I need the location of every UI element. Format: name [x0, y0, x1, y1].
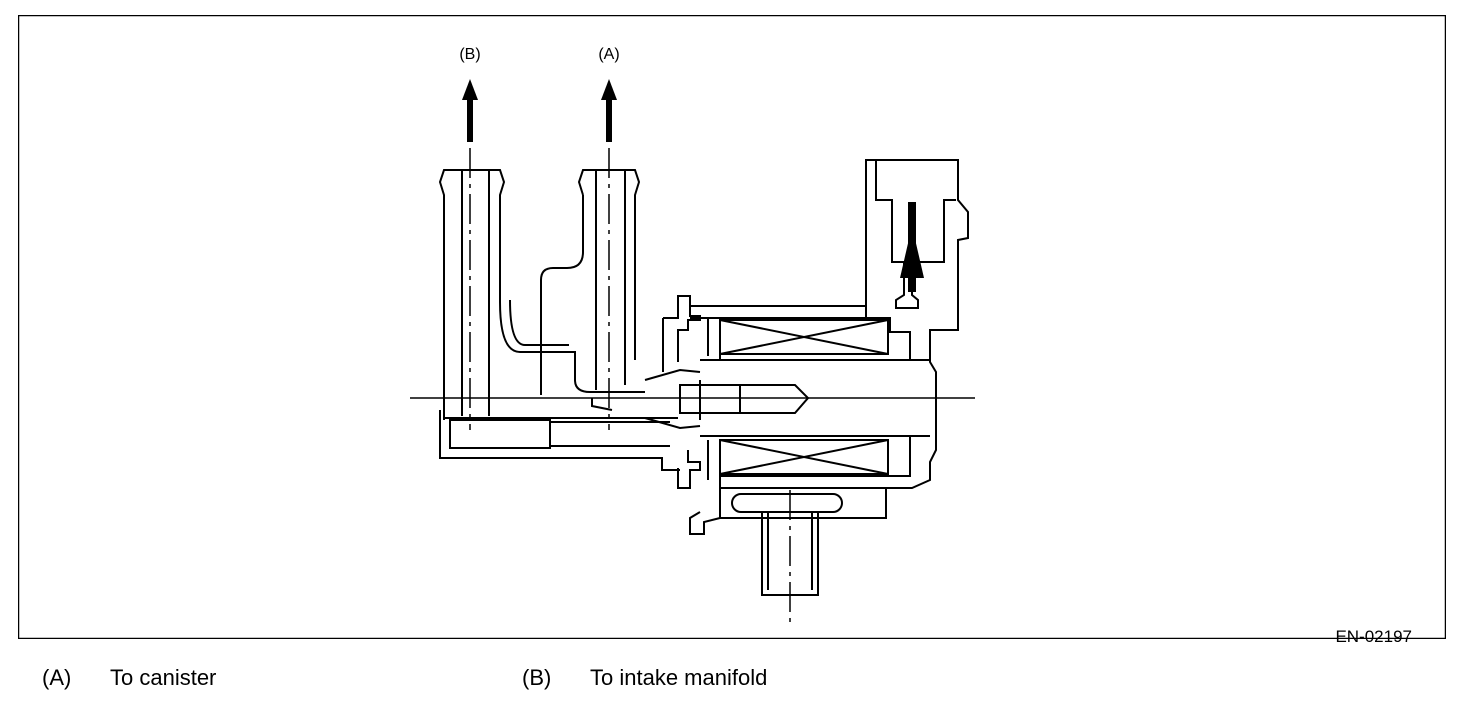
legend-item-a: (A) To canister	[42, 665, 216, 691]
figure-code: EN-02197	[1335, 627, 1412, 646]
solenoid-valve-drawing	[438, 159, 969, 596]
legend-text: To canister	[110, 665, 217, 690]
legend-item-b: (B) To intake manifold	[522, 665, 767, 691]
plunger-arrow-icon	[900, 202, 924, 292]
centerlines	[410, 148, 975, 622]
legend-text: To intake manifold	[590, 665, 768, 690]
arrow-a-icon	[601, 79, 617, 142]
diagram-frame: (B) (A)	[18, 15, 1446, 646]
callout-b-label: (B)	[459, 46, 480, 63]
callout-a-label: (A)	[598, 46, 619, 63]
legend-key: (B)	[522, 665, 552, 690]
arrow-b-icon	[462, 79, 478, 142]
legend-key: (A)	[42, 665, 72, 690]
